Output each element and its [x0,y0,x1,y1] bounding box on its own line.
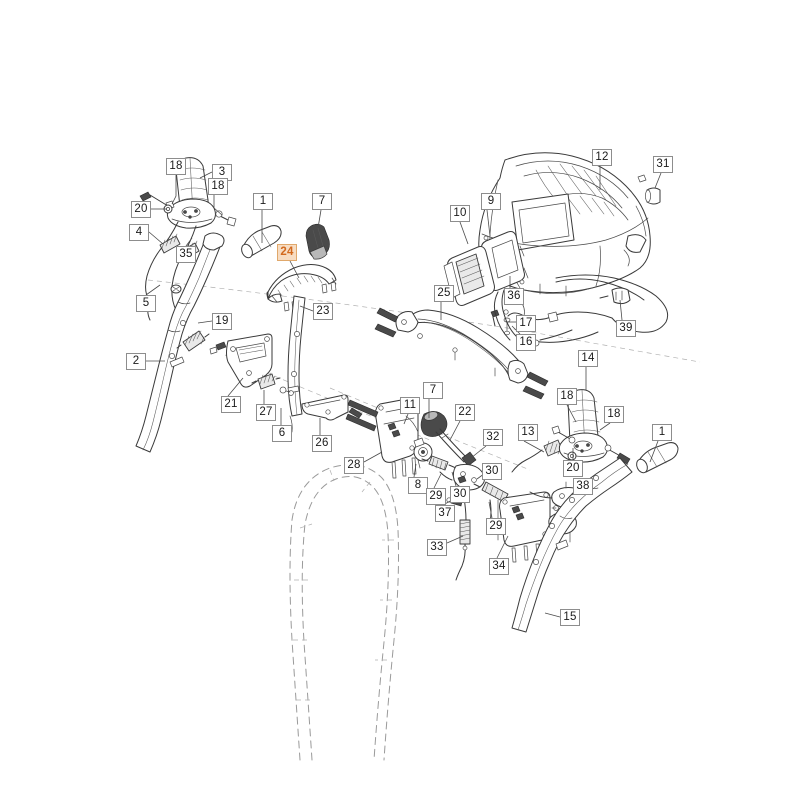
part-12-engine-cover [478,152,651,297]
callout-28[interactable]: 28 [344,457,364,474]
part-19-spring-left [176,330,210,352]
callout-35[interactable]: 35 [176,246,196,263]
part-31-bushing [637,174,661,205]
callout-31[interactable]: 31 [653,156,673,173]
callout-36[interactable]: 36 [504,288,524,305]
part-26-bracket [301,394,363,421]
part-18-bolt-right-b [604,444,631,465]
callout-6[interactable]: 6 [272,425,292,442]
callout-17[interactable]: 17 [516,315,536,332]
callout-20[interactable]: 20 [131,201,151,218]
callout-26[interactable]: 26 [312,435,332,452]
callout-16[interactable]: 16 [516,334,536,351]
callout-19[interactable]: 19 [212,313,232,330]
callout-21[interactable]: 21 [221,396,241,413]
callout-1[interactable]: 1 [652,424,672,441]
callout-20[interactable]: 20 [563,460,583,477]
part-13-spring [511,439,575,473]
part-27-spring [251,372,281,390]
callout-23[interactable]: 23 [313,303,333,320]
callout-12[interactable]: 12 [592,149,612,166]
callout-22[interactable]: 22 [455,404,475,421]
callout-34[interactable]: 34 [489,558,509,575]
callout-27[interactable]: 27 [256,404,276,421]
callout-29[interactable]: 29 [426,488,446,505]
callout-8[interactable]: 8 [408,477,428,494]
callout-3[interactable]: 3 [212,164,232,181]
part-25-cross-brace [374,307,549,400]
part-30-spring-a [421,455,457,471]
callout-24-highlighted[interactable]: 24 [277,244,297,261]
callout-2[interactable]: 2 [126,353,146,370]
part-8-pulley [413,437,433,469]
part-16-washer [503,317,511,336]
part-22-shift-rod [435,428,477,467]
callout-39[interactable]: 39 [616,320,636,337]
part-11-bracket-plate [405,415,419,433]
part-29-spring-a [439,471,453,481]
left-handlebar-assembly [135,157,237,453]
part-5-pin-left [170,284,182,294]
callout-18[interactable]: 18 [604,406,624,423]
part-39-power-cord [507,274,669,333]
callout-18[interactable]: 18 [166,158,186,175]
left-grip-pivot-hub [166,198,216,229]
part-33-spring-rod [455,497,471,581]
part-20-washer-left [163,204,173,214]
callout-4[interactable]: 4 [129,224,149,241]
callout-25[interactable]: 25 [434,285,454,302]
callout-9[interactable]: 9 [481,193,501,210]
callout-37[interactable]: 37 [435,505,455,522]
callout-10[interactable]: 10 [450,205,470,222]
callout-30[interactable]: 30 [482,463,502,480]
callout-5[interactable]: 5 [136,295,156,312]
part-7-knob-upper [305,223,330,260]
callout-18[interactable]: 18 [557,388,577,405]
right-handlebar-assembly [511,389,679,633]
callout-7[interactable]: 7 [312,193,332,210]
callout-38[interactable]: 38 [573,478,593,495]
part-18-bolt-right-a [551,425,576,444]
part-21-bracket [209,333,273,388]
callout-13[interactable]: 13 [518,424,538,441]
callout-11[interactable]: 11 [400,397,420,414]
phantom-handle-outline [289,464,399,761]
left-handle-clip [169,356,185,368]
callout-32[interactable]: 32 [483,429,503,446]
callout-1[interactable]: 1 [253,193,273,210]
part-20-washer-right [567,451,577,461]
callout-29[interactable]: 29 [486,518,506,535]
leader-lines [145,166,662,618]
construction-lines [147,279,701,471]
part-1-grip-tube-left [241,225,282,259]
callout-7[interactable]: 7 [423,382,443,399]
callout-15[interactable]: 15 [560,609,580,626]
callout-33[interactable]: 33 [427,539,447,556]
callout-30[interactable]: 30 [450,486,470,503]
part-23-lever-arm [287,295,306,433]
part-10-headlight [443,246,495,306]
callout-18[interactable]: 18 [208,178,228,195]
part-15-right-handlebar [511,457,633,633]
part-32-link [452,463,485,491]
part-2-left-handlebar [135,232,225,453]
part-1-grip-tube-right [636,442,679,474]
part-18-bolt-left-b [215,210,237,227]
callout-14[interactable]: 14 [578,350,598,367]
part-6-rod [279,386,294,396]
